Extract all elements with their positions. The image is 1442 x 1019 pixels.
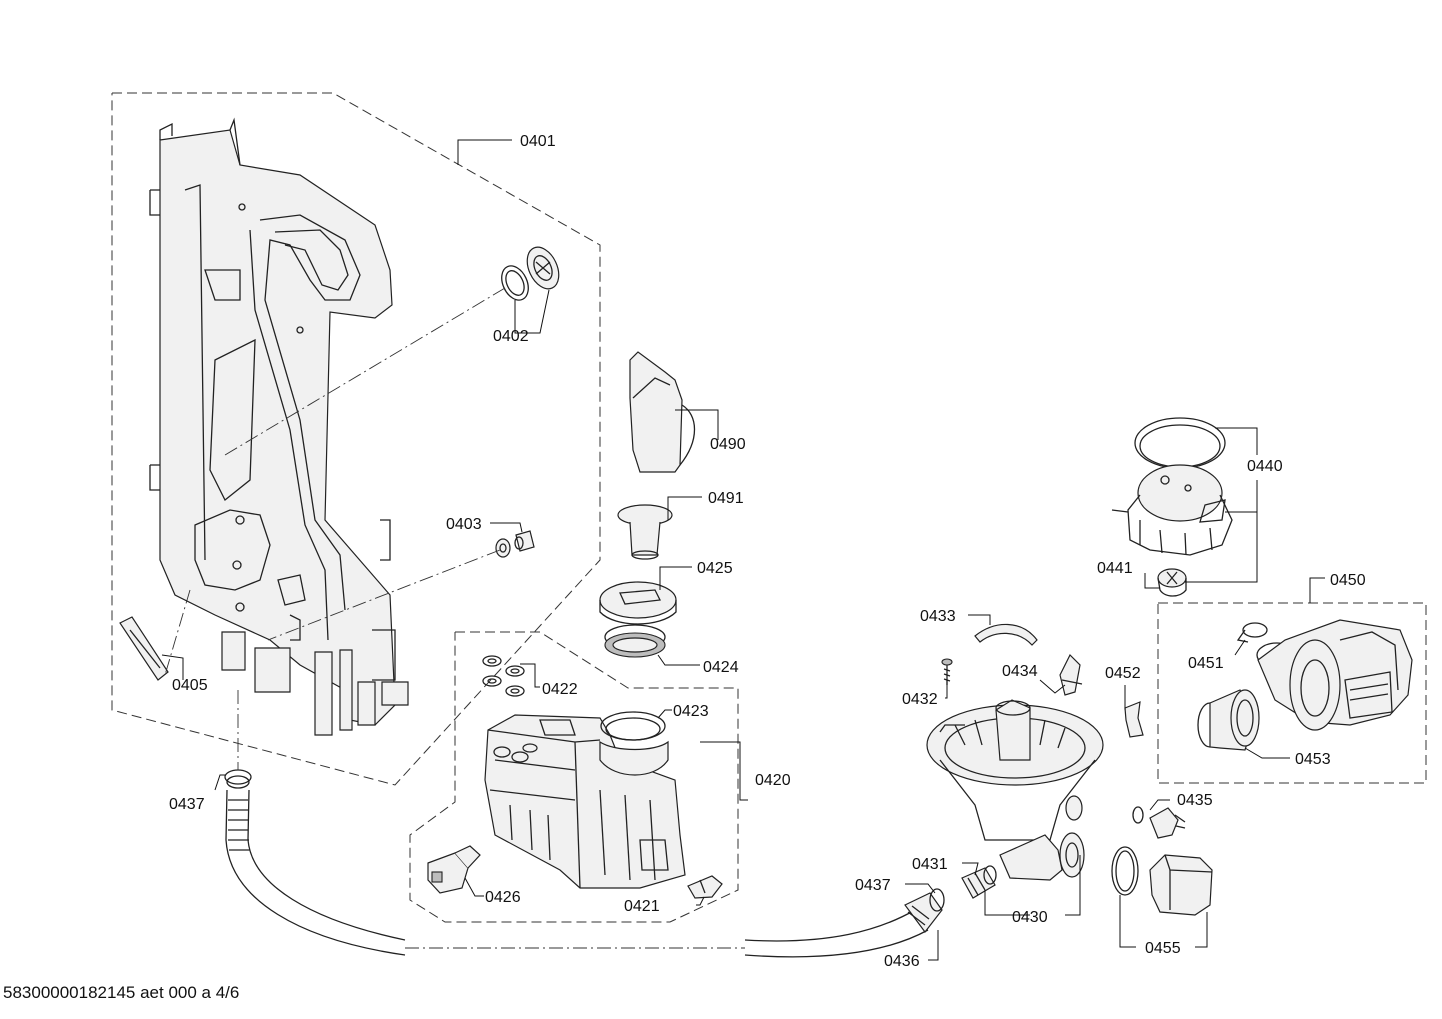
valve-0403 (495, 530, 535, 558)
ring-nut-0424 (604, 624, 666, 658)
part-0434 (1059, 653, 1083, 696)
label-0425: 0425 (697, 560, 733, 577)
hose-drain (224, 690, 945, 958)
clip-0452 (1124, 701, 1144, 738)
seal-0423 (599, 711, 669, 776)
label-0421: 0421 (624, 898, 660, 915)
label-0455: 0455 (1145, 940, 1181, 957)
label-0403: 0403 (446, 516, 482, 533)
label-0437-left: 0437 (169, 796, 205, 813)
cap-0425 (599, 581, 677, 625)
label-0441: 0441 (1097, 560, 1133, 577)
label-0420: 0420 (755, 772, 791, 789)
label-0440: 0440 (1247, 458, 1283, 475)
label-0437-right: 0437 (855, 877, 891, 894)
pump-0450 (1256, 619, 1413, 731)
funnel-0490 (629, 351, 695, 473)
water-pocket-panel (149, 117, 409, 736)
label-0424: 0424 (703, 659, 739, 676)
seals-0422 (482, 655, 525, 697)
label-0490: 0490 (710, 436, 746, 453)
connector-0431 (961, 865, 997, 899)
label-0433: 0433 (920, 608, 956, 625)
label-0405: 0405 (172, 677, 208, 694)
screw-0432 (941, 658, 953, 685)
clip-0405 (119, 616, 169, 681)
label-0401: 0401 (520, 133, 556, 150)
label-0435: 0435 (1177, 792, 1213, 809)
softener-0420 (484, 714, 686, 889)
label-0434: 0434 (1002, 663, 1038, 680)
boundary-softener (409, 631, 739, 923)
label-0453: 0453 (1295, 751, 1331, 768)
label-0431: 0431 (912, 856, 948, 873)
label-0432: 0432 (902, 691, 938, 708)
label-0451: 0451 (1188, 655, 1224, 672)
seal-0455 (1111, 846, 1139, 896)
label-0426: 0426 (485, 889, 521, 906)
drawing-reference-caption: 58300000182145 aet 000 a 4/6 (3, 983, 239, 1002)
label-0423: 0423 (673, 703, 709, 720)
label-0422: 0422 (542, 681, 578, 698)
sump-0430 (926, 699, 1104, 881)
bracket-0433 (974, 623, 1038, 646)
sensor-0435 (1132, 806, 1186, 839)
label-0491: 0491 (708, 490, 744, 507)
clamp-0451 (1236, 622, 1268, 643)
label-0452: 0452 (1105, 665, 1141, 682)
label-0436: 0436 (884, 953, 920, 970)
elbow-0453 (1197, 689, 1260, 751)
boundary-water-pocket (111, 92, 601, 786)
label-0402: 0402 (493, 328, 529, 345)
label-0450: 0450 (1330, 572, 1366, 589)
valve-0426 (427, 845, 481, 894)
heater-top-0440 (1111, 417, 1233, 556)
clip-0421 (687, 875, 723, 899)
sensor-0441 (1157, 568, 1187, 597)
seal-rings-0402 (501, 246, 560, 301)
housing-0455 (1149, 854, 1213, 916)
cup-0491 (617, 504, 673, 560)
label-0430: 0430 (1012, 909, 1048, 926)
